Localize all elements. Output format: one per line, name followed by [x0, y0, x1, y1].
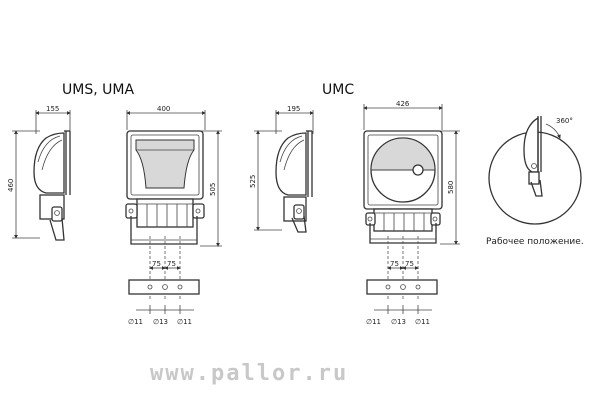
- website-watermark: www.pallor.ru: [150, 361, 348, 386]
- right-side-view: 195 525: [249, 105, 314, 233]
- left-front-view: 400 505 75 75: [125, 105, 222, 326]
- dim-right-hole-c: ∅11: [415, 318, 430, 326]
- title-umc: UMC: [322, 82, 354, 98]
- dim-right-spacing-a: 75: [390, 260, 399, 268]
- dim-left-front-height: 505: [209, 183, 217, 196]
- dim-left-hole-b: ∅13: [153, 318, 168, 326]
- rotation-diagram: 360° Рабочее положение.: [486, 116, 584, 247]
- right-front-view: 426 580 75: [363, 100, 460, 326]
- dim-right-spacing-b: 75: [405, 260, 414, 268]
- dim-right-front-height: 580: [447, 181, 455, 194]
- dim-right-front-width: 426: [396, 100, 410, 108]
- dim-right-hole-a: ∅11: [366, 318, 381, 326]
- dim-left-side-height: 460: [7, 179, 15, 192]
- dim-left-spacing-a: 75: [152, 260, 161, 268]
- dim-left-hole-c: ∅11: [177, 318, 192, 326]
- dim-left-front-width: 400: [157, 105, 170, 113]
- dim-left-side-depth: 155: [46, 105, 59, 113]
- dim-left-hole-a: ∅11: [128, 318, 143, 326]
- dim-right-side-depth: 195: [287, 105, 300, 113]
- rotation-caption: Рабочее положение.: [486, 237, 584, 247]
- rotation-angle-label: 360°: [556, 117, 573, 125]
- left-side-view: 155 460: [7, 105, 71, 241]
- dim-right-side-height: 525: [249, 175, 257, 188]
- title-ums-uma: UMS, UMA: [62, 82, 134, 98]
- dim-right-hole-b: ∅13: [391, 318, 406, 326]
- dim-left-spacing-b: 75: [167, 260, 176, 268]
